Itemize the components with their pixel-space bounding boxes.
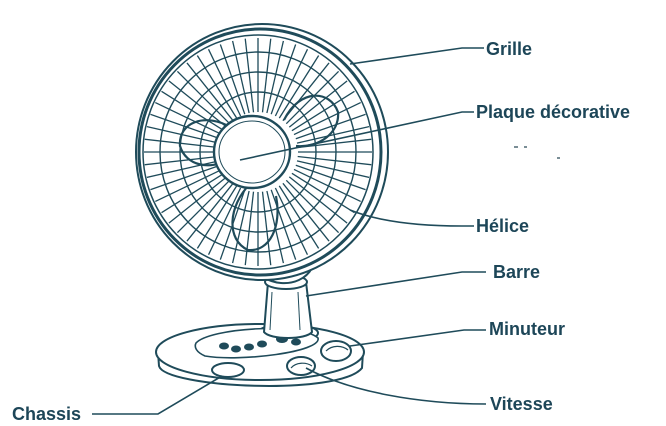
barre-leader: [306, 272, 486, 296]
timer-knob: [321, 341, 351, 361]
label-barre: Barre: [493, 262, 540, 282]
speed-knob: [287, 357, 315, 375]
label-vitesse: Vitesse: [490, 394, 553, 414]
label-grille: Grille: [486, 39, 532, 59]
faint-marks: [514, 146, 560, 159]
label-minuteur: Minuteur: [489, 319, 565, 339]
minuteur-leader: [350, 330, 486, 346]
grille-leader: [350, 48, 484, 64]
chassis-recess: [212, 363, 244, 377]
label-plaque: Plaque décorative: [476, 102, 630, 122]
base: [156, 324, 364, 386]
label-chassis: Chassis: [12, 404, 81, 421]
label-helice: Hélice: [476, 216, 529, 236]
pole: [264, 275, 312, 338]
